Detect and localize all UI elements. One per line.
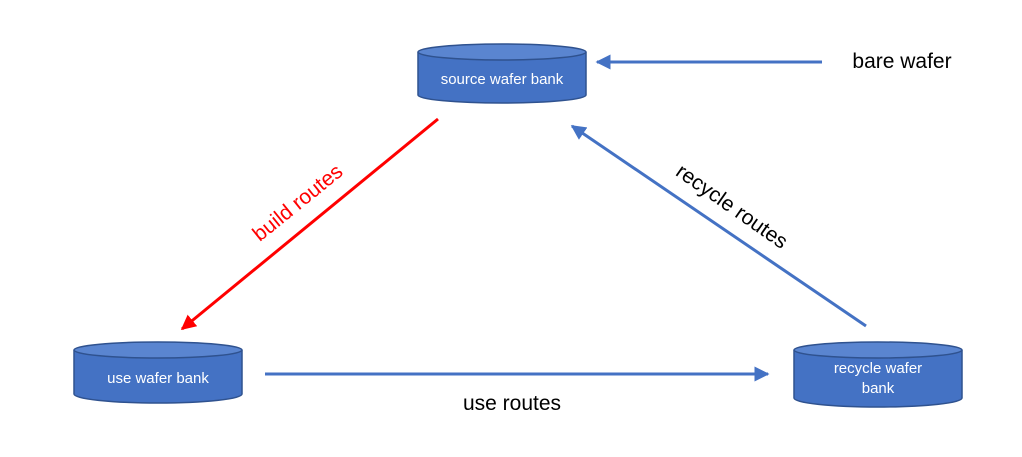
bare-wafer-label: bare wafer <box>852 50 951 73</box>
source-wafer-bank-node: source wafer bank <box>417 43 587 104</box>
use-wafer-bank-node: use wafer bank <box>73 341 243 404</box>
source-wafer-bank-label: source wafer bank <box>441 71 564 88</box>
recycle-wafer-bank-node: recycle wafer bank <box>793 341 963 408</box>
recycle-wafer-bank-label-line1: recycle wafer <box>834 360 922 377</box>
use-wafer-bank-label: use wafer bank <box>107 370 209 387</box>
build-routes-arrow <box>180 117 439 331</box>
use-routes-label: use routes <box>463 392 561 415</box>
recycle-wafer-bank-label-line2: bank <box>862 380 895 397</box>
recycle-routes-arrow <box>570 124 867 328</box>
